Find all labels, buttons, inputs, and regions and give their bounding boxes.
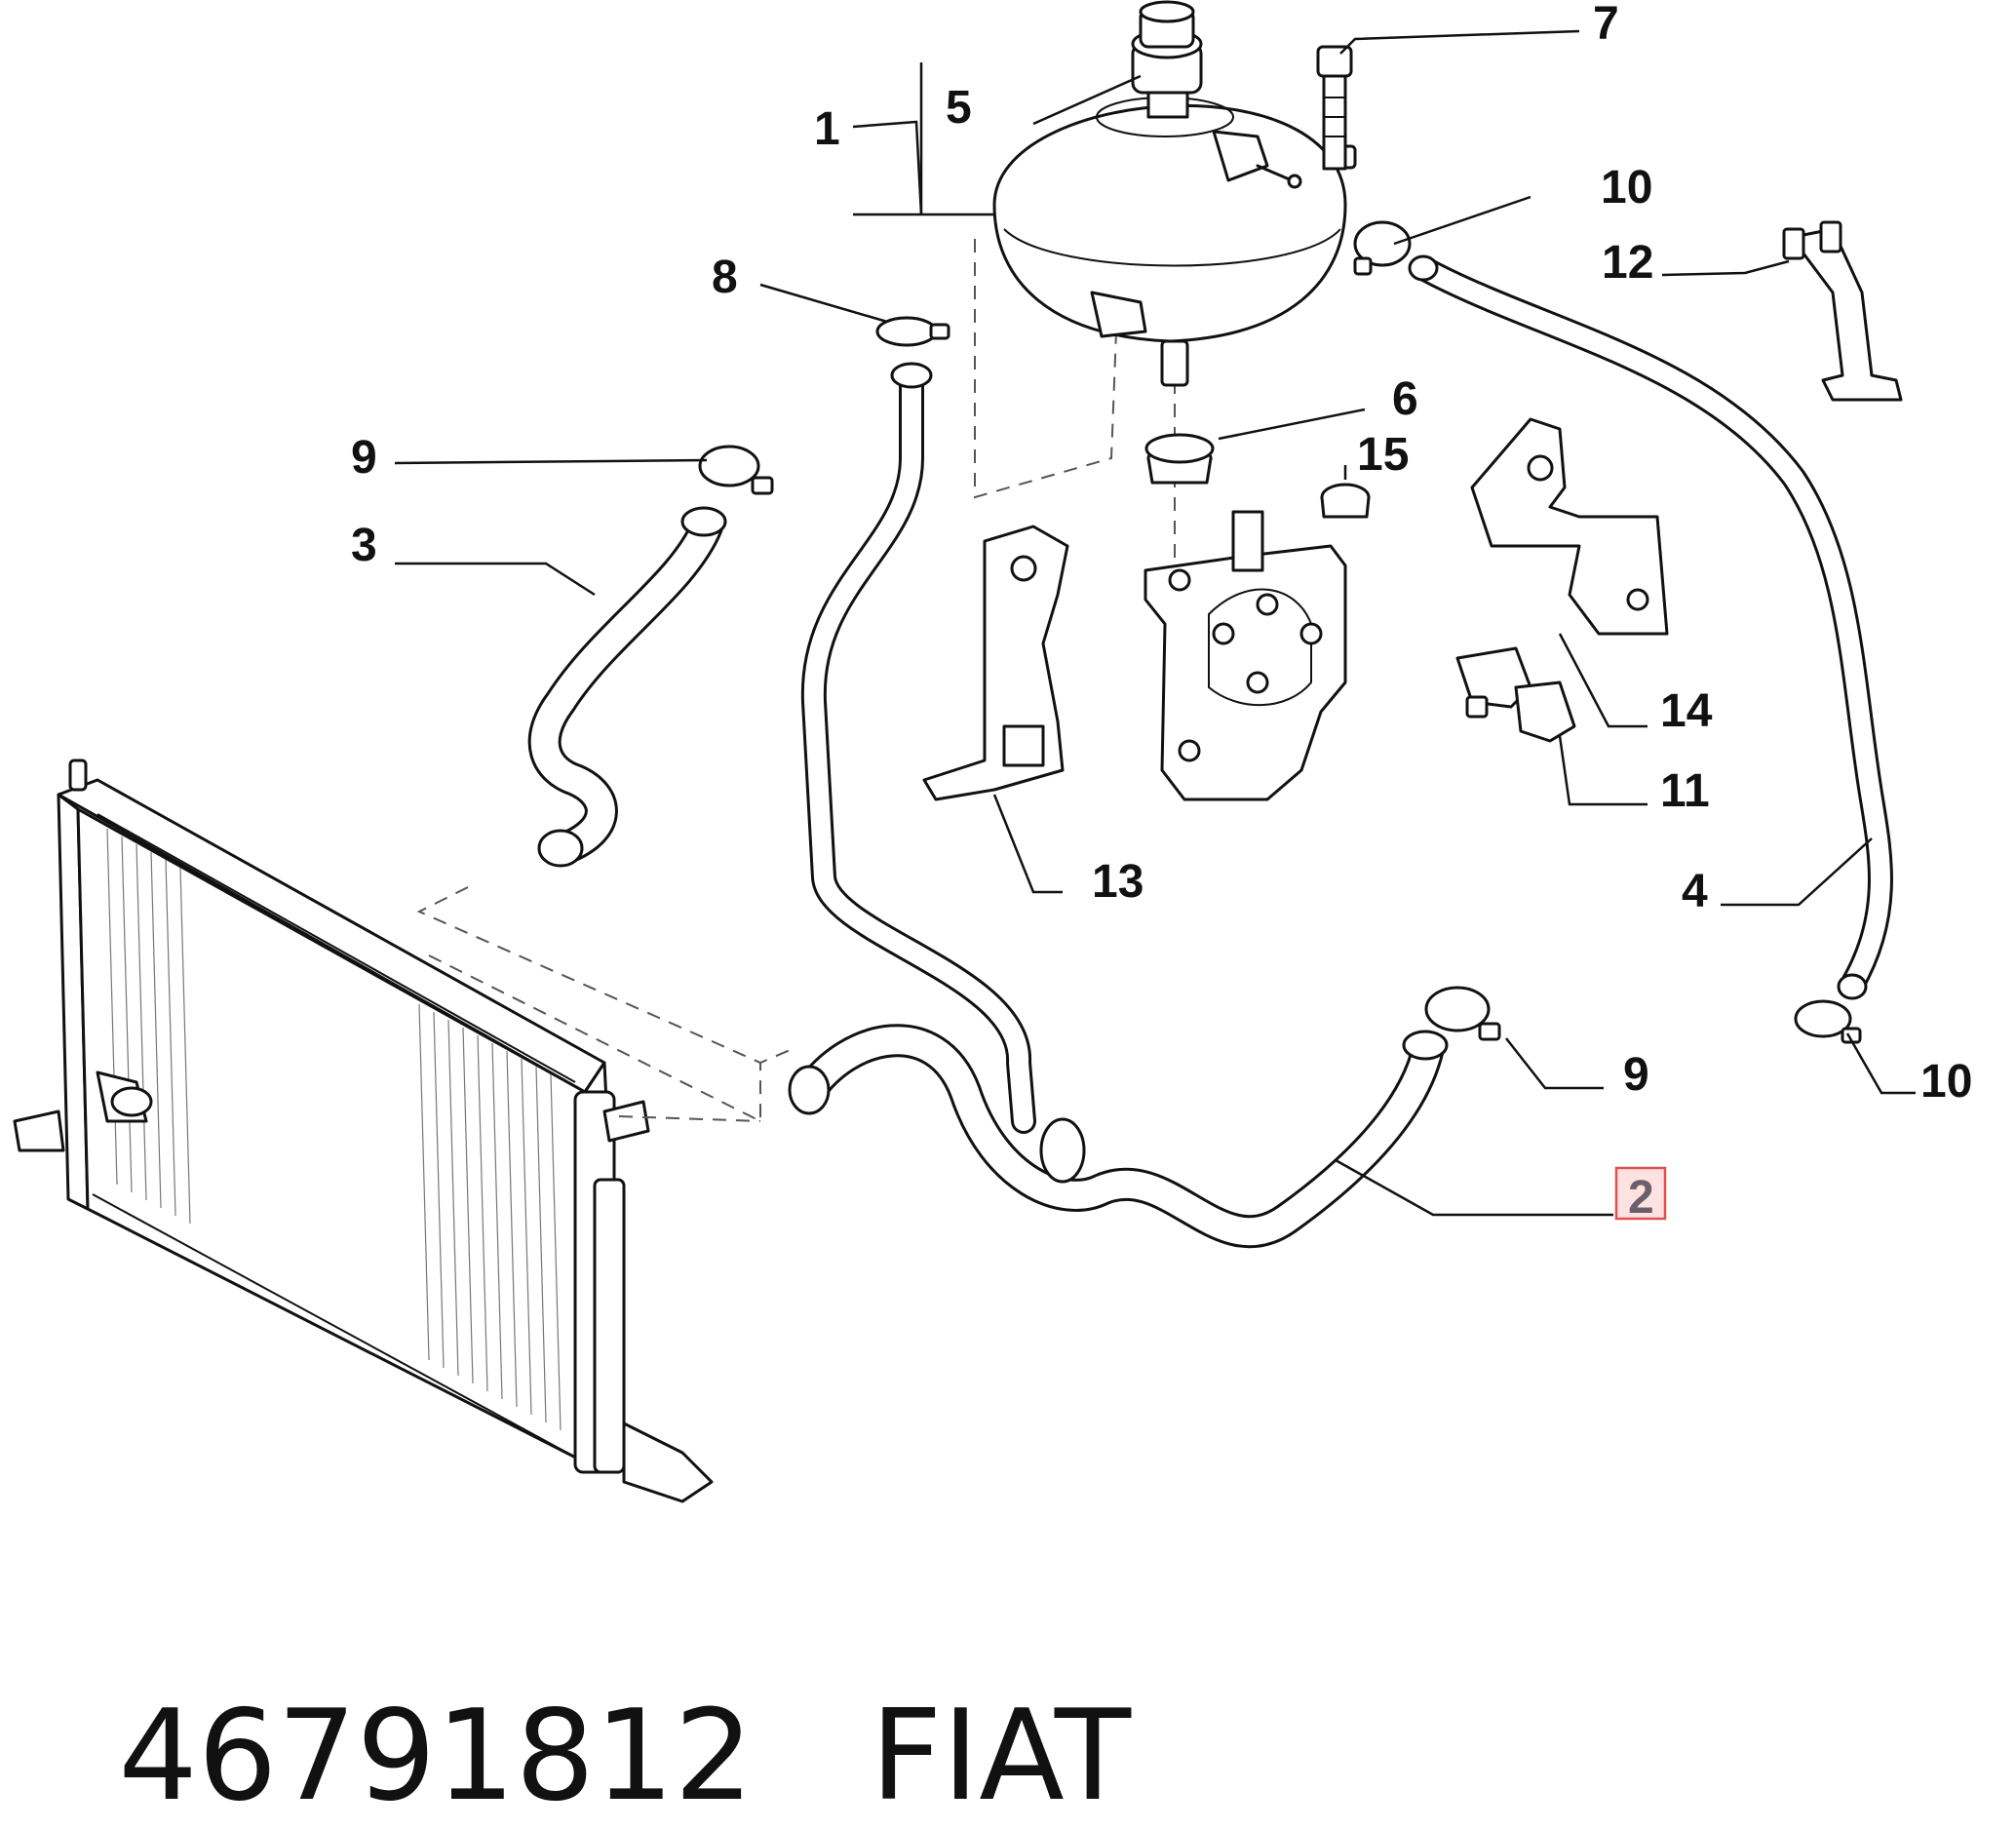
callout-labels: 1 5 7 8 10 12 6 9 15 3 14 11 13 4 9 10 2 [351, 0, 1972, 1224]
callout-12: 12 [1602, 237, 1653, 289]
callout-9-upper: 9 [351, 432, 377, 484]
bush-15 [1320, 483, 1371, 519]
callout-6: 6 [1392, 373, 1418, 425]
bracket-14 [1470, 417, 1669, 636]
callout-13: 13 [1092, 856, 1144, 908]
dashed-guides [416, 239, 1176, 1123]
clamp-9-lower [1424, 986, 1501, 1041]
callout-2-highlight: 2 [1614, 1166, 1667, 1224]
bracket-13 [922, 525, 1069, 801]
grommet-6 [1144, 433, 1215, 485]
callout-3: 3 [351, 520, 377, 571]
hose-upper-8 [800, 362, 1036, 1134]
highlight-box [1614, 1166, 1667, 1221]
tank-cap [1131, 0, 1203, 119]
part-number: 46791812 [118, 1684, 754, 1829]
callout-2: 2 [1628, 1172, 1654, 1224]
brand-name: FIAT [870, 1684, 1132, 1829]
clamp-9-upper [698, 445, 774, 495]
clamp-10-lower [1794, 999, 1862, 1044]
radiator-core-fins [106, 828, 562, 1431]
callout-10-lower: 10 [1920, 1056, 1972, 1108]
leader-lines [394, 29, 1916, 1217]
callout-4: 4 [1682, 866, 1708, 917]
radiator [13, 759, 714, 1503]
clamp-8 [875, 316, 950, 347]
callout-7: 7 [1593, 0, 1619, 50]
callout-5: 5 [946, 82, 972, 134]
clip-11 [1455, 646, 1576, 743]
callout-9-lower: 9 [1623, 1049, 1649, 1101]
hose-4 [1408, 254, 1893, 1000]
callout-8: 8 [712, 252, 738, 303]
expansion-tank [992, 97, 1357, 387]
hose-3 [527, 506, 727, 868]
hose-2 [788, 1024, 1449, 1249]
bracket-12 [1782, 220, 1903, 402]
bolt [1316, 45, 1353, 171]
callout-15: 15 [1357, 429, 1409, 481]
engine-mount [1144, 510, 1347, 801]
callout-11: 11 [1660, 765, 1710, 817]
callout-14: 14 [1660, 685, 1713, 737]
callout-1: 1 [814, 103, 840, 155]
callout-10-upper: 10 [1601, 162, 1652, 214]
clamp-10-upper [1353, 220, 1412, 276]
